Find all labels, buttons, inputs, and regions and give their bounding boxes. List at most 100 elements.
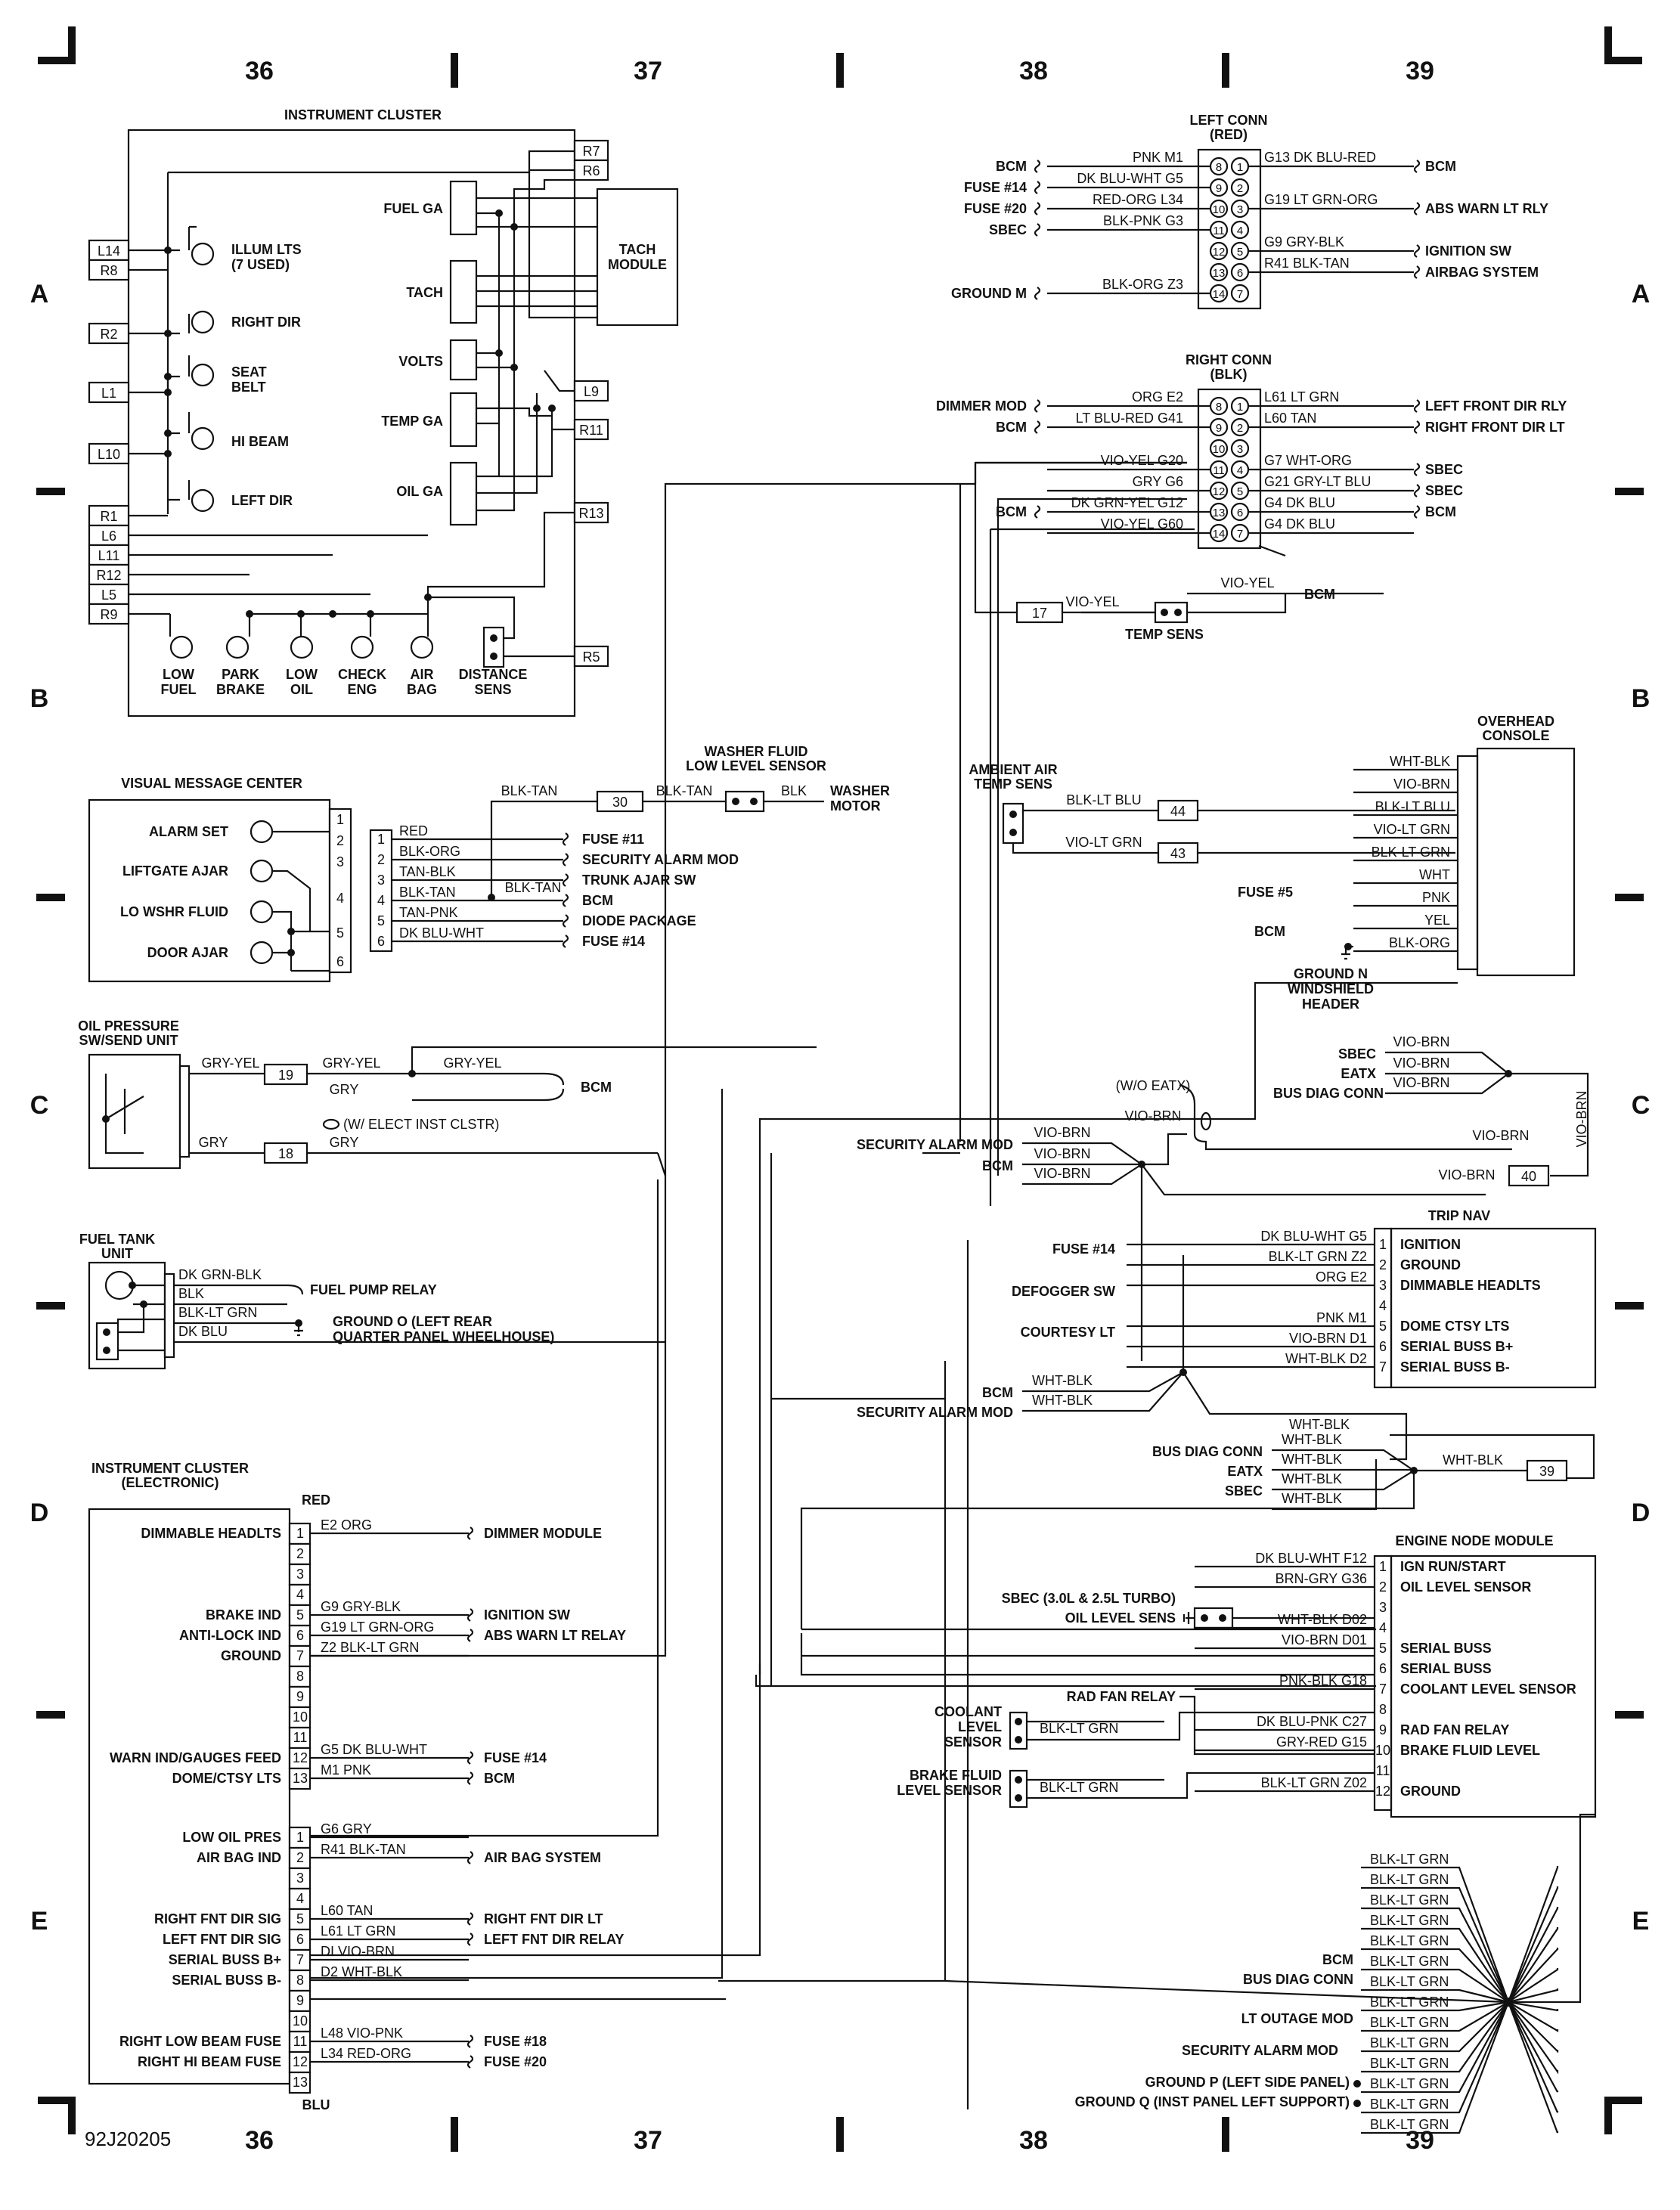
conn-pin-left [1209, 157, 1229, 176]
trip-nav-bcm-wire: WHT-BLK [1032, 1393, 1093, 1408]
tach-module-box [596, 188, 679, 327]
hi-beam-lamp-icon [191, 426, 215, 451]
pin-label: R1 [100, 509, 117, 524]
conn-pin-right [1230, 396, 1250, 416]
splice-30 [596, 790, 644, 813]
ic-elec-pin-box [288, 1867, 312, 1890]
bottom-lamp-label: BAG [407, 682, 437, 697]
bus-c-label: SBEC [1338, 1046, 1376, 1062]
trip-nav-pin: 7 [1379, 1359, 1387, 1375]
overhead-ground: GROUND N [1294, 966, 1368, 981]
conn-wire-left: GRY G6 [1133, 474, 1183, 489]
row-left-a: A [30, 280, 49, 308]
oil-pressure-box [88, 1053, 181, 1170]
fuel-ground: QUARTER PANEL WHEELHOUSE) [333, 1329, 554, 1344]
visual-message-center: VISUAL MESSAGE CENTER ALARM SET LIFTGATE… [88, 776, 393, 983]
washer-subtitle: LOW LEVEL SENSOR [686, 758, 826, 773]
trip-nav-label: IGNITION [1400, 1237, 1461, 1252]
ground-splice-wire: BLK-LT GRN [1370, 1954, 1449, 1969]
engine-node-pin: 1 [1379, 1559, 1387, 1574]
conn-pin-right-label: 1 [1237, 401, 1243, 414]
oil-wire-6: GRY [330, 1135, 359, 1150]
conn-pin-right [1230, 523, 1250, 543]
oil-pressure-title: OIL PRESSURE [78, 1018, 179, 1034]
conn-wire-right: G19 LT GRN-ORG [1264, 192, 1378, 207]
row-left-d: D [30, 1499, 49, 1527]
vmc-pin: 2 [336, 833, 344, 848]
row-left-c: C [30, 1091, 49, 1120]
ground-splice-wire: BLK-LT GRN [1370, 1913, 1449, 1928]
brake-wire: BLK-LT GRN [1040, 1780, 1118, 1795]
engine-node-pin: 4 [1379, 1620, 1387, 1635]
ic-bottom-lamps: LOW FUEL PARK BRAKE LOW OIL CHECK ENG AI… [161, 594, 575, 697]
ambient-wire-1: BLK-LT BLU [1066, 792, 1141, 807]
conn-pin-left [1209, 417, 1229, 437]
conn-wire-right: G4 DK BLU [1264, 495, 1335, 510]
vmc-harness-pin: 4 [377, 893, 385, 908]
conn-pin-left [1209, 199, 1229, 219]
vmc-wire: TAN-PNK [399, 905, 458, 920]
vmc-title: VISUAL MESSAGE CENTER [121, 776, 302, 791]
tick-right-2 [1615, 894, 1644, 901]
ic-elec-pin: 3 [296, 1567, 304, 1582]
ground-splice-label: BCM [1322, 1952, 1353, 1967]
ic-elec-pin-box [288, 1542, 312, 1566]
ic-elec-wire: DI VIO-BRN [321, 1944, 395, 1959]
bus-c-wire: VIO-BRN [1393, 1055, 1449, 1071]
bus-d-label: SBEC [1225, 1483, 1263, 1499]
bus-d-s39-wire: WHT-BLK [1443, 1452, 1503, 1468]
park-brake-lamp-icon [225, 635, 250, 659]
left-dir-lamp-icon [191, 488, 215, 513]
conn-dest-right: SBEC [1425, 462, 1463, 477]
conn-wire-left: DK BLU-WHT G5 [1077, 171, 1183, 186]
engine-node-pin: 7 [1379, 1682, 1387, 1697]
vmc-dest: SECURITY ALARM MOD [582, 852, 739, 867]
engine-node-pin: 12 [1375, 1784, 1390, 1799]
conn-pin-right-label: 6 [1237, 507, 1243, 519]
washer-fluid: WASHER FLUID LOW LEVEL SENSOR 30 BLK-TAN… [490, 744, 890, 892]
bus-c-label: EATX [1341, 1066, 1376, 1081]
overhead-console: OVERHEAD CONSOLE FUSE #5 BCM GROUND N WI… [1238, 714, 1576, 1012]
serial-bus-c: SBEC EATX BUS DIAG CONN VIO-BRN VIO-BRN … [857, 1034, 1589, 1361]
overhead-bcm: BCM [1254, 924, 1285, 939]
temp-gauge-box [449, 392, 478, 448]
left-conn-title: LEFT CONN [1190, 113, 1268, 128]
ic-elec-pin: 11 [293, 2034, 308, 2049]
ic-elec-pin: 5 [296, 1911, 304, 1926]
engine-node-label: BRAKE FLUID LEVEL [1400, 1743, 1540, 1758]
ic-elec-pin: 6 [296, 1628, 304, 1643]
instrument-cluster-title: INSTRUMENT CLUSTER [284, 107, 442, 122]
right-dir-lamp-icon [191, 310, 215, 334]
conn-pin-left-label: 9 [1216, 182, 1222, 195]
trip-nav-label: DIMMABLE HEADLTS [1400, 1278, 1541, 1293]
ic-elec-pin: 4 [296, 1587, 304, 1602]
trip-nav-label: SERIAL BUSS B+ [1400, 1339, 1513, 1354]
overhead-ground: WINDSHIELD [1288, 981, 1374, 997]
conn-pin-left-label: 13 [1213, 507, 1226, 519]
conn-dest-right: RIGHT FRONT DIR LT [1425, 420, 1565, 435]
col-top-39: 39 [1406, 57, 1434, 85]
overhead-wire: BLK-ORG [1389, 935, 1450, 950]
trip-nav-label: GROUND [1400, 1257, 1461, 1272]
splice-40-label: 40 [1521, 1169, 1536, 1184]
bus-c-wire: VIO-BRN [1393, 1075, 1449, 1090]
ic-gauges: FUEL GA TACH VOLTS TEMP GA OIL GA TACH M… [381, 180, 679, 526]
tick-top-1 [451, 53, 458, 88]
pin-label: L14 [98, 243, 120, 259]
washer-motor-2: MOTOR [830, 798, 881, 814]
ground-splice-wire: BLK-LT GRN [1370, 2015, 1449, 2030]
fuel-pump-relay: FUEL PUMP RELAY [310, 1282, 437, 1297]
ic-elec-wire: E2 ORG [321, 1517, 372, 1533]
engine-node-wire: VIO-BRN D01 [1282, 1632, 1367, 1647]
row-right-d: D [1632, 1499, 1651, 1527]
conn-dest-right: BCM [1425, 504, 1456, 519]
ic-elec-label: DIMMABLE HEADLTS [141, 1526, 281, 1541]
fuel-tank: FUEL TANK UNIT DK GRN-BLK BLK BLK-LT GRN… [79, 1232, 665, 1370]
washer-wire-1: BLK-TAN [501, 783, 558, 798]
vmc-wire: TAN-BLK [399, 864, 456, 879]
engine-node-wire: PNK-BLK G18 [1279, 1673, 1367, 1688]
fuel-tank-title: FUEL TANK [79, 1232, 155, 1247]
trip-nav-bcm-wire: WHT-BLK [1032, 1373, 1093, 1388]
tach-gauge-box [449, 259, 478, 324]
